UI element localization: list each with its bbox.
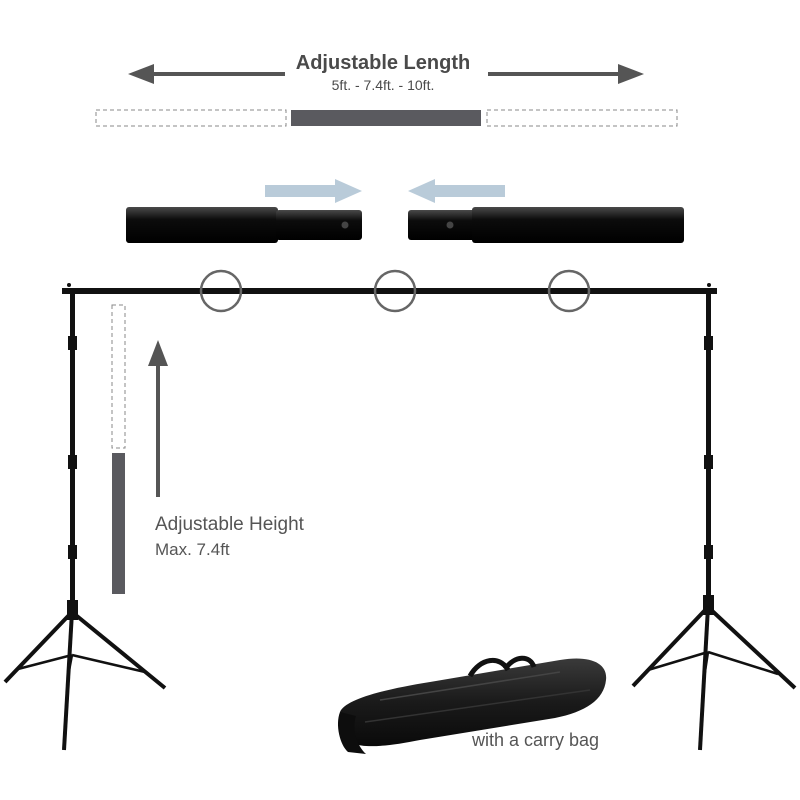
joint-circles: [199, 269, 591, 313]
height-title: Adjustable Height: [155, 514, 304, 535]
height-bar-indicator: [111, 304, 126, 594]
height-max: Max. 7.4ft: [155, 540, 230, 559]
length-bar-indicator: [95, 109, 678, 127]
left-stand: [3, 294, 167, 751]
bag-caption: with a carry bag: [472, 730, 600, 750]
crossbar-tube-left: [126, 207, 362, 243]
length-title: Adjustable Length: [295, 52, 471, 74]
telescope-arrow-right: [265, 179, 362, 203]
right-stand: [631, 294, 797, 751]
length-sizes: 5ft. - 7.4ft. - 10ft.: [331, 77, 435, 93]
crossbar: [62, 283, 717, 294]
length-arrow-right: [488, 64, 644, 84]
crossbar-tube-right: [408, 207, 684, 243]
length-arrow-left: [128, 64, 285, 84]
telescope-arrow-left: [408, 179, 505, 203]
carry-bag: [337, 655, 607, 754]
height-arrow: [148, 340, 168, 497]
